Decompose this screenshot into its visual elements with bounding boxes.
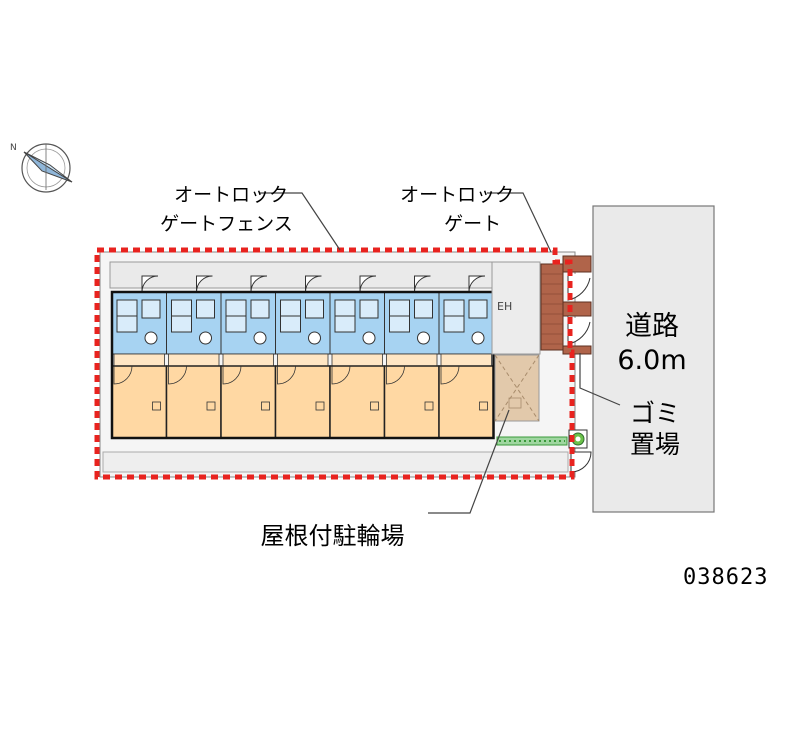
svg-text:EH: EH bbox=[497, 300, 512, 313]
leader-lines bbox=[260, 192, 621, 514]
apartment-unit bbox=[165, 275, 222, 439]
site-boundary bbox=[94, 247, 575, 480]
garbage-station bbox=[568, 429, 588, 449]
bike-parking bbox=[494, 354, 540, 422]
autolock-fence-label-2: ゲートフェンス bbox=[136, 196, 293, 253]
garbage-label: ゴミ 置場 bbox=[615, 398, 695, 461]
apartment-unit bbox=[329, 275, 386, 439]
svg-text:N: N bbox=[10, 143, 17, 153]
road bbox=[592, 205, 715, 513]
autolock-gate-label-line1: オートロック bbox=[400, 184, 515, 206]
autolock-gate-label: オートロック bbox=[376, 167, 514, 224]
property-code: 038623 bbox=[683, 565, 769, 590]
planting-strip bbox=[496, 436, 568, 446]
apartment-unit bbox=[274, 275, 331, 439]
autolock-fence-label-line1: オートロック bbox=[174, 184, 289, 206]
apartment-unit bbox=[438, 275, 495, 439]
bike-parking-label: 屋根付駐輪場 bbox=[230, 500, 405, 572]
apartment-unit bbox=[220, 275, 277, 439]
autolock-fence-label: オートロック bbox=[150, 167, 288, 224]
apartment-unit bbox=[111, 275, 168, 439]
apartment-unit bbox=[383, 275, 440, 439]
garbage-label-line2: 置場 bbox=[629, 430, 680, 460]
autolock-gate-label-2: ゲート bbox=[420, 196, 501, 253]
bike-parking-label-text: 屋根付駐輪場 bbox=[260, 522, 405, 550]
autolock-gate-label-line2: ゲート bbox=[444, 213, 502, 235]
apartment-building bbox=[110, 275, 495, 440]
road-label: 道路 6.0m bbox=[597, 310, 707, 378]
compass-icon: N bbox=[10, 143, 73, 193]
autolock-fence-label-line2: ゲートフェンス bbox=[160, 213, 293, 235]
autolock-gate-structure bbox=[540, 255, 592, 355]
road-label-line1: 道路 bbox=[625, 311, 679, 342]
road-width-label: 6.0m bbox=[617, 344, 687, 376]
building-outline bbox=[110, 290, 495, 440]
garbage-label-line1: ゴミ bbox=[629, 399, 680, 428]
